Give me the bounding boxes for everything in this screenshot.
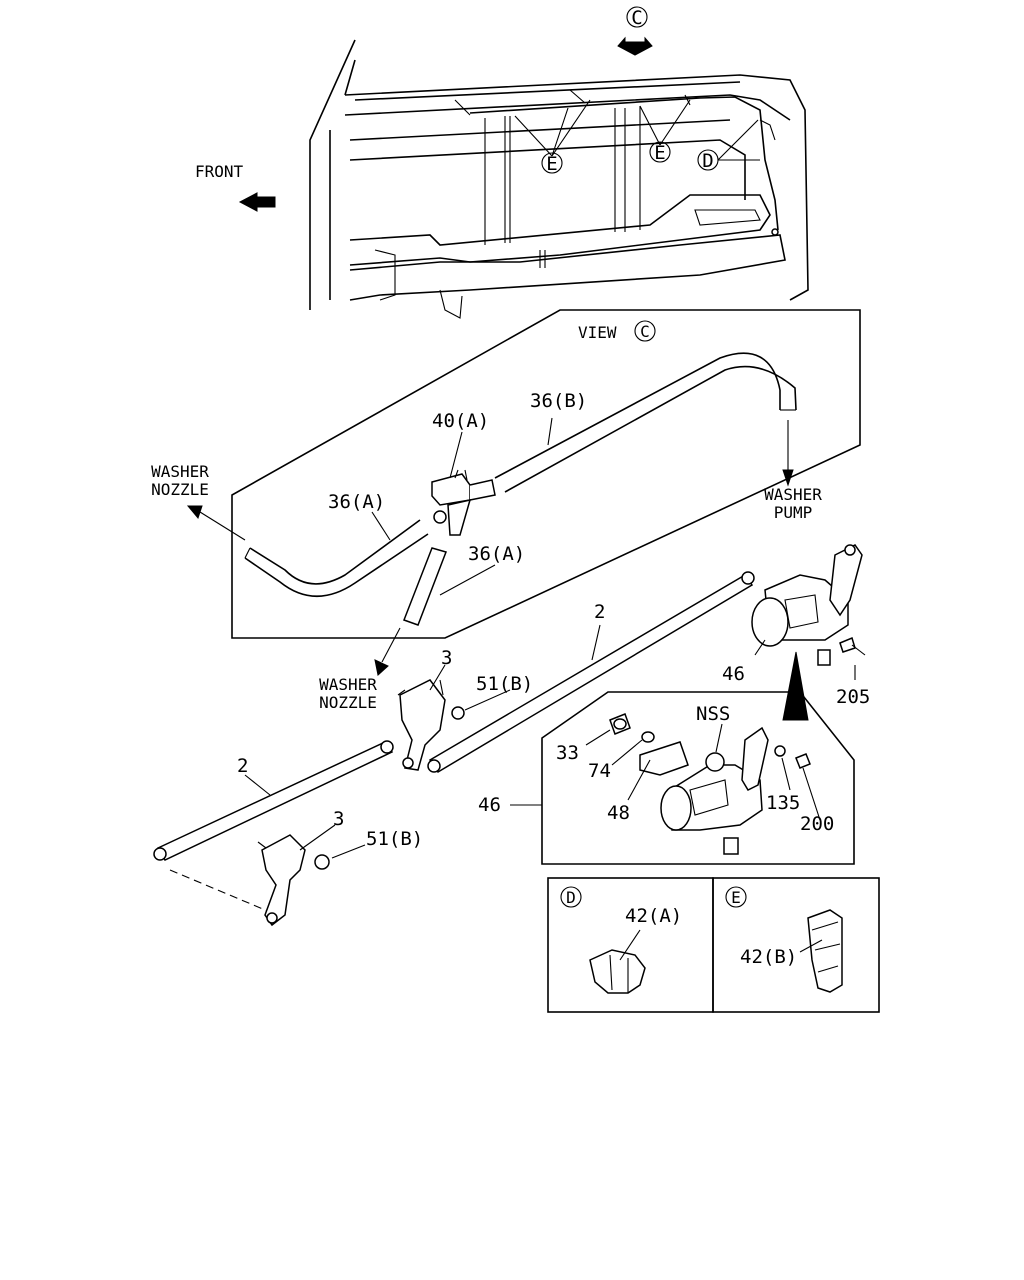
callout-48: 48 — [607, 802, 630, 824]
callout-42a: 42(A) — [625, 905, 682, 927]
washer-nozzle-mid-line2: NOZZLE — [319, 693, 377, 712]
front-arrow-icon — [238, 192, 276, 212]
front-label: FRONT — [195, 162, 244, 181]
callout-3-upper: 3 — [441, 647, 452, 669]
washer-nozzle-mid-line1: WASHER — [319, 675, 377, 694]
callout-nss: NSS — [696, 703, 730, 725]
callout-3-lower: 3 — [333, 808, 344, 830]
washer-nozzle-top-line2: NOZZLE — [151, 480, 209, 499]
view-c-circle: C — [640, 322, 650, 341]
callout-2-lower: 2 — [237, 755, 248, 777]
detail-d-box: D 42(A) — [547, 877, 714, 1013]
washer-nozzle-top-line1: WASHER — [151, 462, 209, 481]
callout-46-left: 46 — [478, 794, 501, 816]
callout-40a: 40(A) — [432, 410, 489, 432]
e-marker-2: E — [654, 142, 665, 164]
e-marker-1: E — [546, 153, 557, 175]
callout-51b-upper: 51(B) — [476, 673, 533, 695]
callout-200: 200 — [800, 813, 834, 835]
joint-40a — [431, 469, 496, 536]
callout-36b: 36(B) — [530, 390, 587, 412]
detail-d-marker: D — [566, 888, 576, 907]
nss-detail-box — [510, 691, 855, 865]
callout-46-right: 46 — [722, 663, 745, 685]
callout-36a-lower: 36(A) — [468, 543, 525, 565]
detail-e-box: E 42(B) — [712, 877, 880, 1013]
callout-51b-lower: 51(B) — [366, 828, 423, 850]
view-c-marker: C — [631, 7, 642, 29]
washer-pump-line1: WASHER — [764, 485, 822, 504]
d-marker: D — [702, 150, 713, 172]
callout-2-upper: 2 — [594, 601, 605, 623]
linkage-assembly — [153, 544, 866, 927]
front-direction: FRONT — [195, 162, 276, 212]
callout-36a-upper: 36(A) — [328, 491, 385, 513]
callout-74: 74 — [588, 760, 611, 782]
callout-205: 205 — [836, 686, 870, 708]
view-c-label: VIEW — [578, 323, 617, 342]
callout-135: 135 — [766, 792, 800, 814]
view-c-box: VIEW C — [186, 309, 861, 676]
detail-e-marker: E — [731, 888, 741, 907]
washer-pump-line2: PUMP — [774, 503, 813, 522]
callout-33: 33 — [556, 742, 579, 764]
cowl-panel-illustration: C E E D — [309, 6, 809, 319]
callout-42b: 42(B) — [740, 946, 797, 968]
